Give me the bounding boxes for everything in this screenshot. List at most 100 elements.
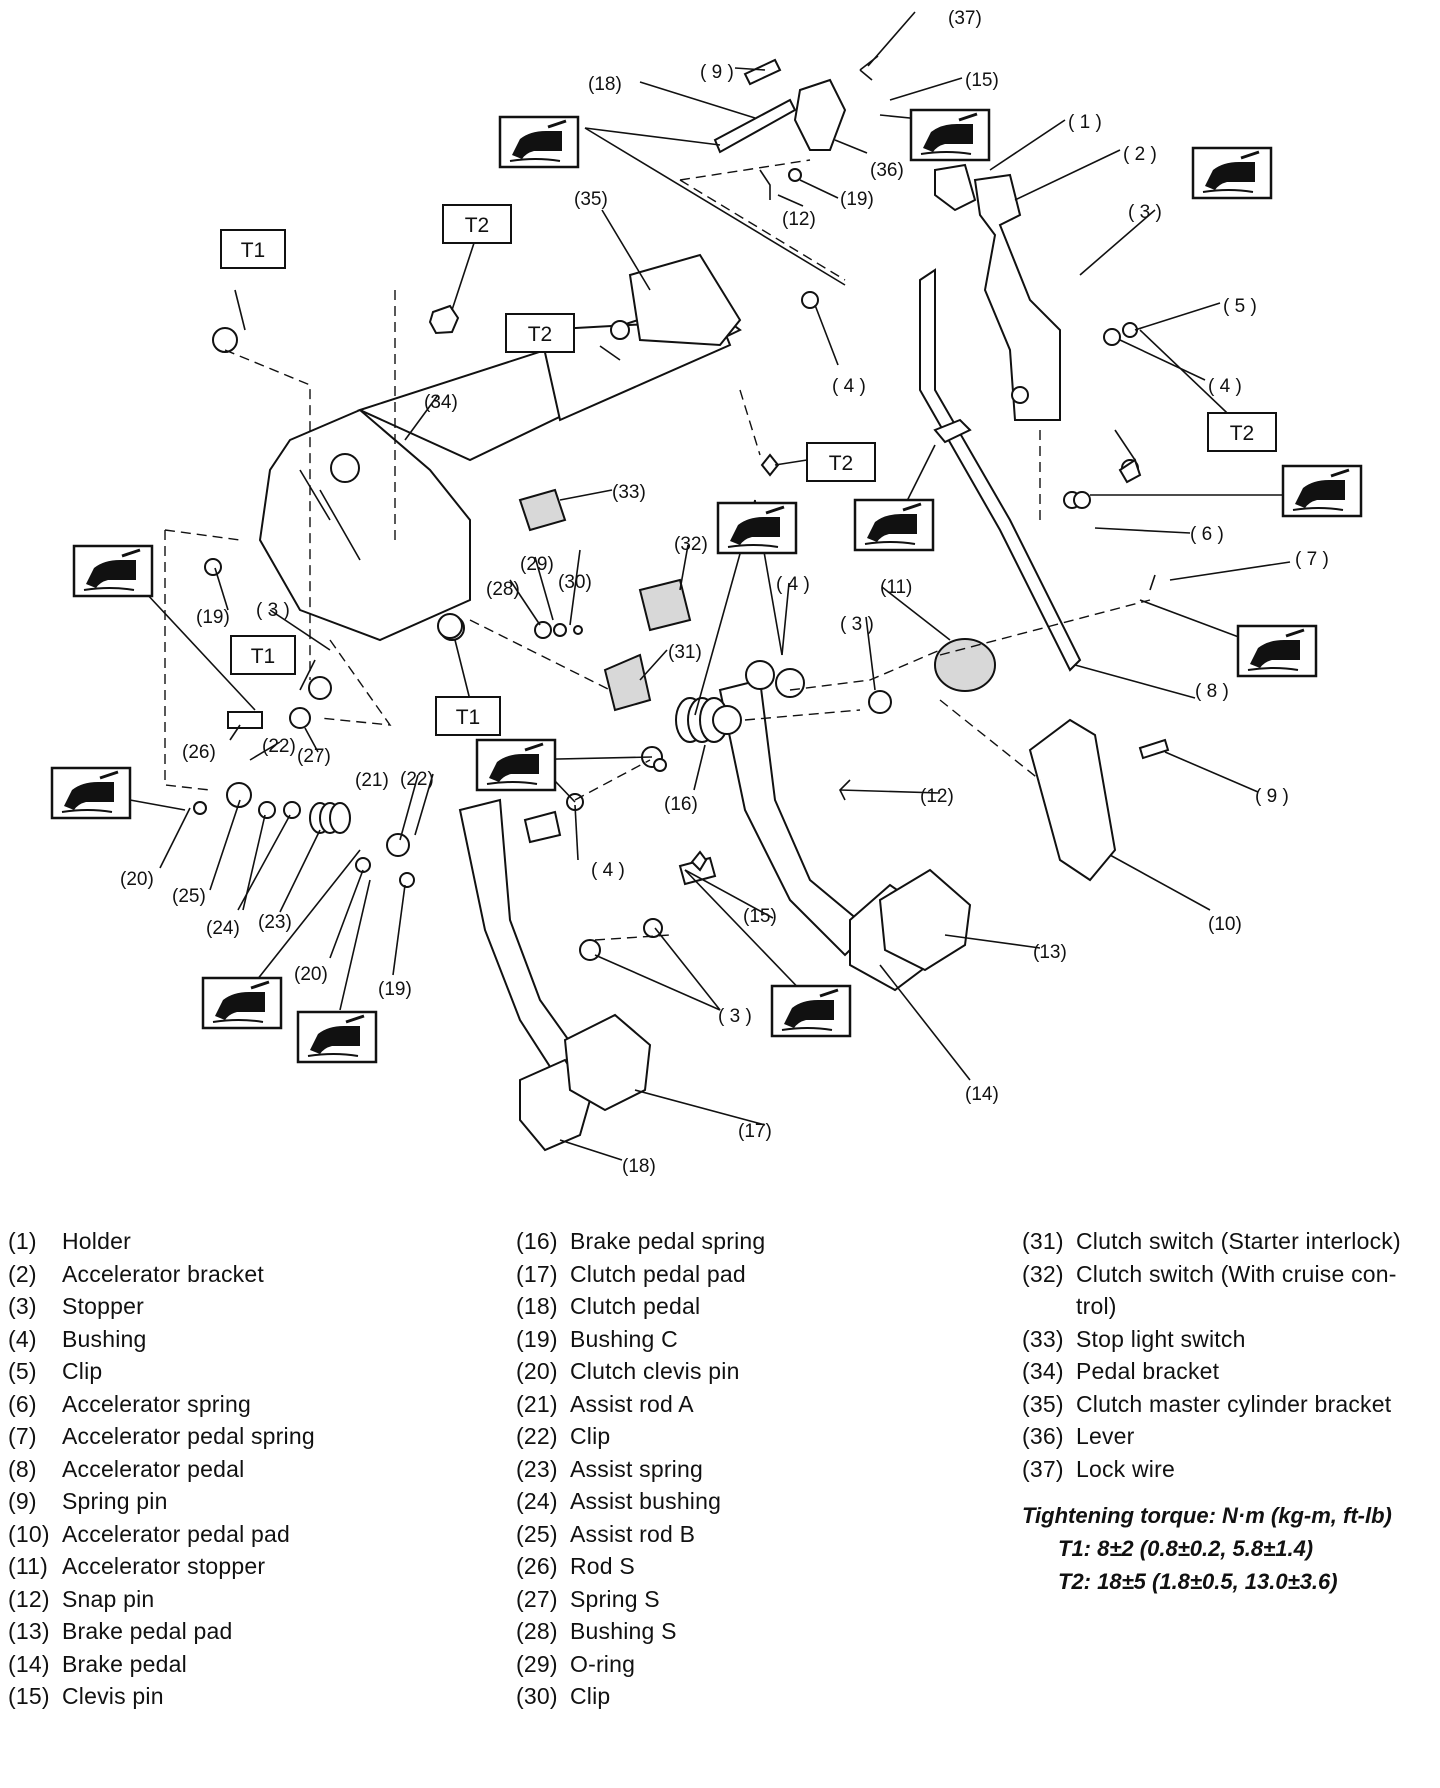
- legend-item-label: Accelerator spring: [62, 1390, 251, 1417]
- callout: (12): [920, 786, 954, 807]
- torque-t2: T2: 18±5 (1.8±0.5, 13.0±3.6): [1058, 1569, 1338, 1594]
- legend-item-number: (11): [8, 1553, 48, 1579]
- legend-item-label: Assist spring: [570, 1455, 703, 1482]
- callout: (15): [965, 70, 999, 91]
- legend-item: (6)Accelerator spring: [8, 1388, 488, 1421]
- callout: (21): [355, 770, 389, 791]
- torque-heading: Tightening torque: N·m (kg-m, ft-lb): [1022, 1503, 1392, 1528]
- legend-item-number: (4): [8, 1325, 37, 1352]
- grease-icon: [201, 976, 283, 1030]
- legend-item: (22)Clip: [516, 1420, 996, 1453]
- legend-item-number: (13): [8, 1618, 50, 1644]
- svg-text:T2: T2: [528, 323, 553, 346]
- torque-box-t1: T1: [435, 696, 501, 736]
- callout: ( 4 ): [591, 860, 625, 881]
- svg-text:T2: T2: [1230, 422, 1255, 445]
- grease-icon: [1236, 624, 1318, 678]
- legend-item-label: Accelerator stopper: [62, 1553, 266, 1579]
- callout: (22): [400, 769, 434, 790]
- legend-item-label: Assist rod A: [570, 1390, 694, 1417]
- legend-column: (16)Brake pedal spring(17)Clutch pedal p…: [516, 1225, 996, 1713]
- legend-item: (16)Brake pedal spring: [516, 1225, 996, 1258]
- legend-item: trol): [1022, 1290, 1438, 1323]
- legend-item-number: (33): [1022, 1325, 1064, 1352]
- assembly-lines: [164, 159, 1151, 941]
- legend-item: (7)Accelerator pedal spring: [8, 1420, 488, 1453]
- legend-item: (31)Clutch switch (Starter interlock): [1022, 1225, 1438, 1258]
- callout: ( 6 ): [1190, 524, 1224, 545]
- legend-item-number: (24): [516, 1488, 558, 1514]
- grease-icon: [909, 108, 991, 162]
- legend-item-number: (2): [8, 1260, 37, 1287]
- svg-text:T2: T2: [465, 214, 490, 237]
- legend-item-label: Clutch master cylinder bracket: [1076, 1390, 1392, 1417]
- lever: [793, 78, 847, 151]
- grease-icon: [296, 1010, 378, 1064]
- clutch-switch-starter: [603, 653, 652, 712]
- legend-item: (1)Holder: [8, 1225, 488, 1258]
- legend-item-number: (35): [1022, 1390, 1064, 1417]
- legend-item-number: (20): [516, 1358, 558, 1384]
- legend-item: (25)Assist rod B: [516, 1518, 996, 1551]
- legend-item: (24)Assist bushing: [516, 1485, 996, 1518]
- legend-item-number: (8): [8, 1455, 37, 1482]
- legend-item-label: Accelerator pedal spring: [62, 1423, 315, 1449]
- callout: ( 4 ): [1208, 376, 1242, 397]
- legend-item-label: Bushing: [62, 1325, 147, 1352]
- legend-item-number: (21): [516, 1390, 558, 1417]
- legend-item-label: Brake pedal spring: [570, 1228, 766, 1254]
- torque-box-t1: T1: [230, 635, 296, 675]
- svg-text:T2: T2: [829, 452, 854, 475]
- torque-box-t2: T2: [1207, 412, 1277, 452]
- callout: (35): [574, 189, 608, 210]
- callout: ( 3 ): [840, 614, 874, 635]
- clutch-switch-cruise: [638, 578, 692, 632]
- svg-text:T1: T1: [251, 645, 276, 668]
- callout: (18): [622, 1156, 656, 1177]
- legend-item: (18)Clutch pedal: [516, 1290, 996, 1323]
- accelerator-spring: [1063, 491, 1091, 509]
- grease-icon: [716, 501, 798, 555]
- callout: (10): [1208, 914, 1242, 935]
- legend-item-label: Clip: [62, 1358, 103, 1384]
- legend-item-label: Accelerator pedal pad: [62, 1520, 290, 1547]
- legend-item-label: Stopper: [62, 1293, 144, 1319]
- callout: (24): [206, 918, 240, 939]
- brake-pedal-pad: [878, 868, 972, 972]
- legend-item: (35) Clutch master cylinder bracket: [1022, 1388, 1438, 1421]
- legend-item-label: Clevis pin: [62, 1683, 164, 1709]
- callout: ( 5 ): [1223, 296, 1257, 317]
- callout: (29): [520, 554, 554, 575]
- callout: (18): [588, 74, 622, 95]
- legend-item-number: (17): [516, 1260, 558, 1287]
- torque-box-t2: T2: [505, 313, 575, 353]
- legend-item-label: O-ring: [570, 1650, 636, 1677]
- legend-item: (10)Accelerator pedal pad: [8, 1518, 488, 1551]
- legend-item: (33)Stop light switch: [1022, 1323, 1438, 1356]
- callout: (34): [424, 392, 458, 413]
- stop-light-switch: [518, 488, 567, 532]
- leader-lines: [129, 11, 1291, 1161]
- legend-item-number: [1022, 1290, 1076, 1323]
- clutch-master-cylinder-bracket: [610, 253, 742, 347]
- callout: (22): [262, 736, 296, 757]
- legend-item-label: Spring S: [570, 1585, 660, 1612]
- legend-item-label: Bushing S: [570, 1618, 677, 1644]
- legend-item-number: (29): [516, 1650, 558, 1677]
- legend-item-number: (23): [516, 1455, 558, 1482]
- callout: (37): [948, 8, 982, 29]
- legend-item: (14)Brake pedal: [8, 1648, 488, 1681]
- grease-icon: [475, 738, 557, 792]
- grease-icon: [1281, 464, 1363, 518]
- legend-item: (21) Assist rod A: [516, 1388, 996, 1421]
- legend-item: (17)Clutch pedal pad: [516, 1258, 996, 1291]
- legend-item: (9)Spring pin: [8, 1485, 488, 1518]
- callout: (20): [120, 869, 154, 890]
- callout: (23): [258, 912, 292, 933]
- legend-item-number: (34): [1022, 1358, 1064, 1384]
- legend-item-number: (31): [1022, 1228, 1064, 1254]
- callout: (28): [486, 579, 520, 600]
- callout: ( 3 ): [1128, 202, 1162, 223]
- legend-item: (8)Accelerator pedal: [8, 1453, 488, 1486]
- svg-text:T1: T1: [241, 239, 266, 262]
